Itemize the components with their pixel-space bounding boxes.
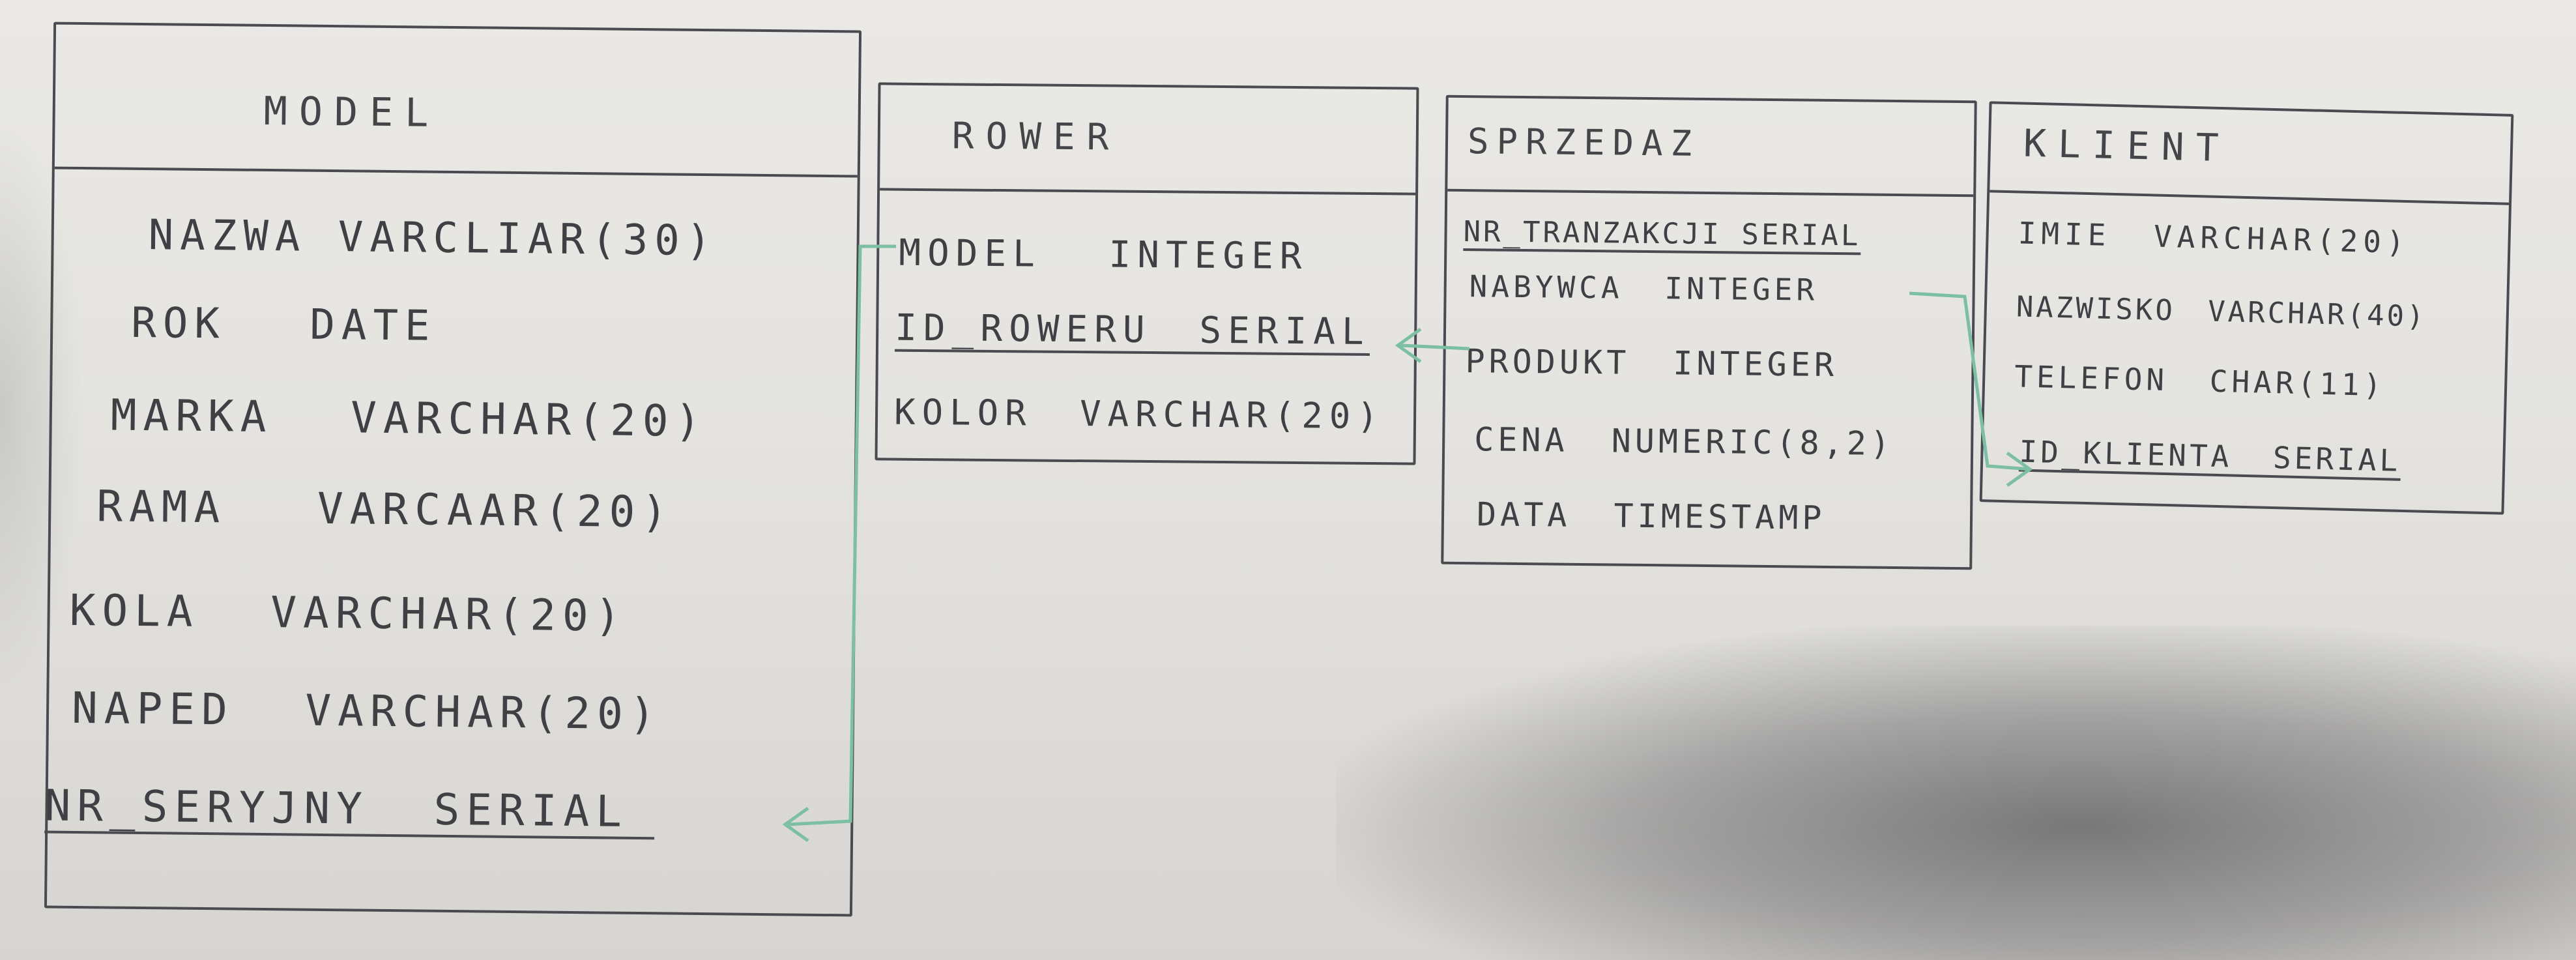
- entity-sprzedaz-divider: [1447, 188, 1974, 197]
- rower-attr-kolor: KOLOR VARCHAR(20): [893, 391, 1385, 437]
- klient-attr-telefon: TELEFON CHAR(11): [2014, 358, 2386, 403]
- model-attr-rama: RAMA VARCAAR(20): [96, 481, 674, 538]
- model-attr-nazwa: NAZWA VARCLIAR(30): [148, 211, 718, 266]
- entity-klient: KLIENT IMIE VARCHAR(20) NAZWISKO VARCHAR…: [1979, 101, 2514, 515]
- entity-model-divider: [54, 166, 858, 178]
- entity-rower-divider: [880, 188, 1416, 196]
- background-fold: [0, 117, 85, 704]
- entity-model-title: MODEL: [263, 88, 441, 136]
- rower-attr-model: MODEL INTEGER: [898, 231, 1309, 278]
- background-shadow: [1336, 626, 2576, 960]
- sprzedaz-attr-nabywca: NABYWCA INTEGER: [1469, 269, 1819, 308]
- sprzedaz-attr-cena: CENA NUMERIC(8,2): [1473, 420, 1894, 463]
- klient-attr-imie: IMIE VARCHAR(20): [2018, 215, 2410, 261]
- entity-model: MODEL NAZWA VARCLIAR(30) ROK DATE MARKA …: [44, 22, 862, 917]
- entity-rower: ROWER MODEL INTEGER ID_ROWERU SERIAL KOL…: [875, 82, 1419, 465]
- entity-sprzedaz-title: SPRZEDAZ: [1467, 121, 1700, 164]
- entity-klient-divider: [1990, 190, 2510, 205]
- model-attr-naped: NAPED VARCHAR(20): [71, 682, 663, 740]
- klient-attr-nazwisko: NAZWISKO VARCHAR(40): [2016, 290, 2427, 334]
- entity-sprzedaz: SPRZEDAZ NR_TRANZAKCJI SERIAL NABYWCA IN…: [1441, 95, 1977, 570]
- model-attr-marka: MARKA VARCHAR(20): [110, 390, 708, 447]
- model-attr-rok: ROK DATE: [130, 298, 437, 351]
- model-attr-nr-seryjny: NR_SERYJNY SERIAL: [44, 780, 655, 840]
- sprzedaz-attr-nr-tranzakcji: NR_TRANZAKCJI SERIAL: [1463, 215, 1861, 255]
- klient-attr-id-klienta: ID_KLIENTA SERIAL: [2018, 433, 2401, 481]
- sprzedaz-attr-produkt: PRODUKT INTEGER: [1465, 342, 1838, 385]
- entity-klient-title: KLIENT: [2023, 121, 2231, 171]
- rower-attr-id-roweru: ID_ROWERU SERIAL: [894, 306, 1370, 356]
- entity-rower-title: ROWER: [951, 115, 1121, 159]
- sprzedaz-attr-data: DATA TIMESTAMP: [1476, 495, 1826, 537]
- model-attr-kola: KOLA VARCHAR(20): [69, 585, 628, 641]
